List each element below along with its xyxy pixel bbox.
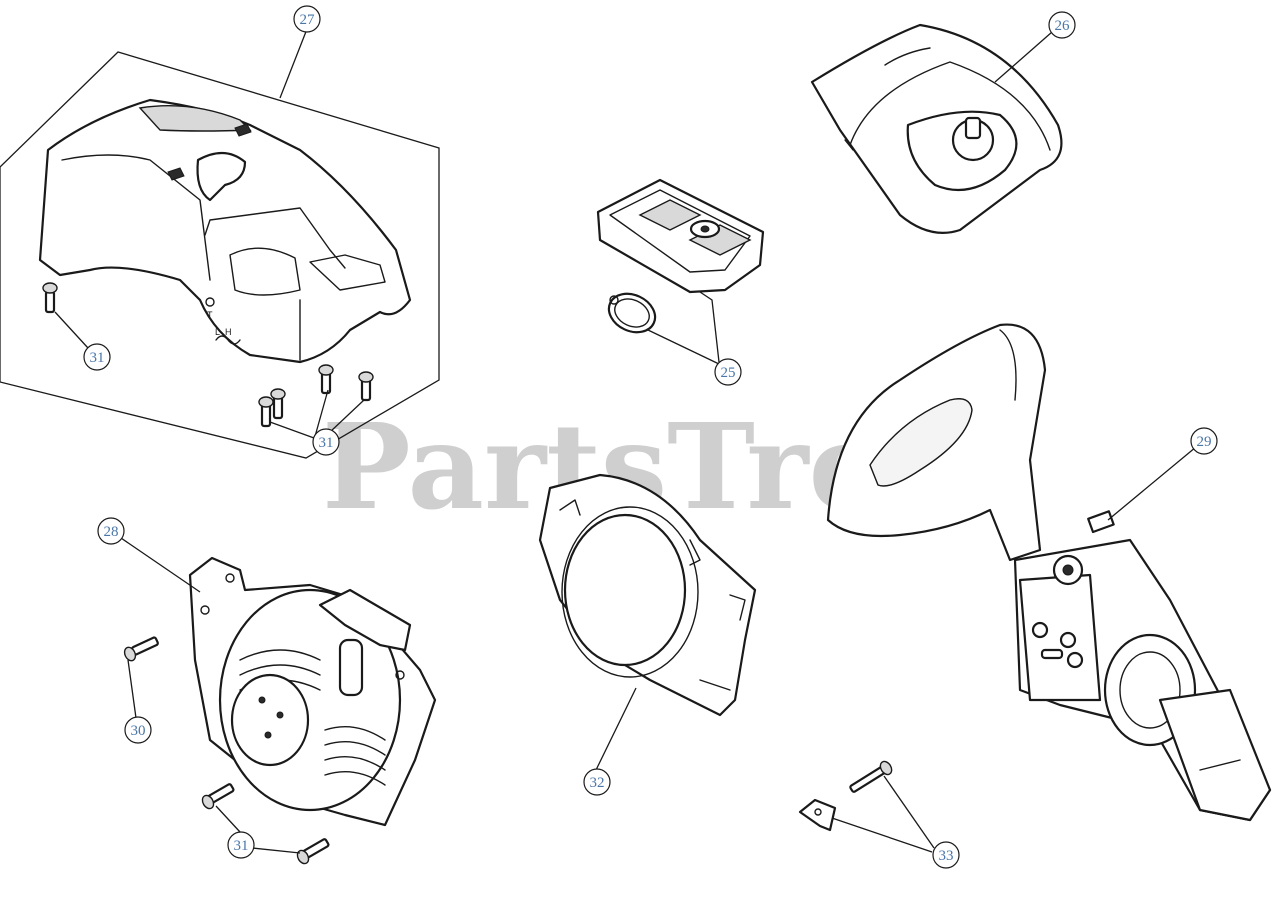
callout-31-bottom[interactable]: 31 <box>227 831 255 859</box>
callout-31-left[interactable]: 31 <box>83 343 111 371</box>
svg-text:28: 28 <box>104 524 119 540</box>
callout-27[interactable]: 27 <box>293 5 321 33</box>
svg-text:33: 33 <box>939 848 954 864</box>
assembly-frame <box>0 51 440 459</box>
bolt-33[interactable] <box>849 759 894 793</box>
callout-32[interactable]: 32 <box>583 768 611 796</box>
svg-text:31: 31 <box>319 435 334 451</box>
svg-text:31: 31 <box>234 838 249 854</box>
screw-31-group[interactable] <box>258 364 374 428</box>
callout-28[interactable]: 28 <box>97 517 125 545</box>
svg-text:30: 30 <box>131 723 146 739</box>
svg-text:26: 26 <box>1055 18 1071 34</box>
engrave-l: L <box>215 327 220 337</box>
front-handle-part[interactable] <box>826 323 1047 562</box>
screw-31-left[interactable] <box>42 282 58 314</box>
engrave-t: T <box>207 310 213 320</box>
side-cover-part[interactable] <box>810 23 1063 234</box>
starter-assembly-part[interactable] <box>188 556 437 827</box>
screw-31-starter[interactable] <box>200 783 330 866</box>
engrave-h: H <box>225 327 232 337</box>
callout-31-center[interactable]: 31 <box>312 428 340 456</box>
callout-29[interactable]: 29 <box>1190 427 1218 455</box>
svg-text:27: 27 <box>300 12 316 28</box>
screw-30[interactable] <box>123 636 159 663</box>
bracket-part[interactable] <box>798 798 837 832</box>
svg-text:25: 25 <box>721 365 736 381</box>
callout-25[interactable]: 25 <box>714 358 742 386</box>
svg-text:29: 29 <box>1197 434 1212 450</box>
air-filter-part[interactable] <box>596 178 765 294</box>
callout-30[interactable]: 30 <box>124 716 152 744</box>
svg-text:32: 32 <box>590 775 605 791</box>
fan-housing-part[interactable] <box>538 473 757 717</box>
callout-26[interactable]: 26 <box>1048 11 1076 39</box>
air-filter-gasket[interactable] <box>603 287 662 340</box>
leader-lines <box>54 28 1197 854</box>
svg-text:31: 31 <box>90 350 105 366</box>
callout-33[interactable]: 33 <box>932 841 960 869</box>
chain-brake-part[interactable] <box>1013 510 1272 822</box>
engine-cover-part[interactable]: T L H <box>0 51 440 459</box>
